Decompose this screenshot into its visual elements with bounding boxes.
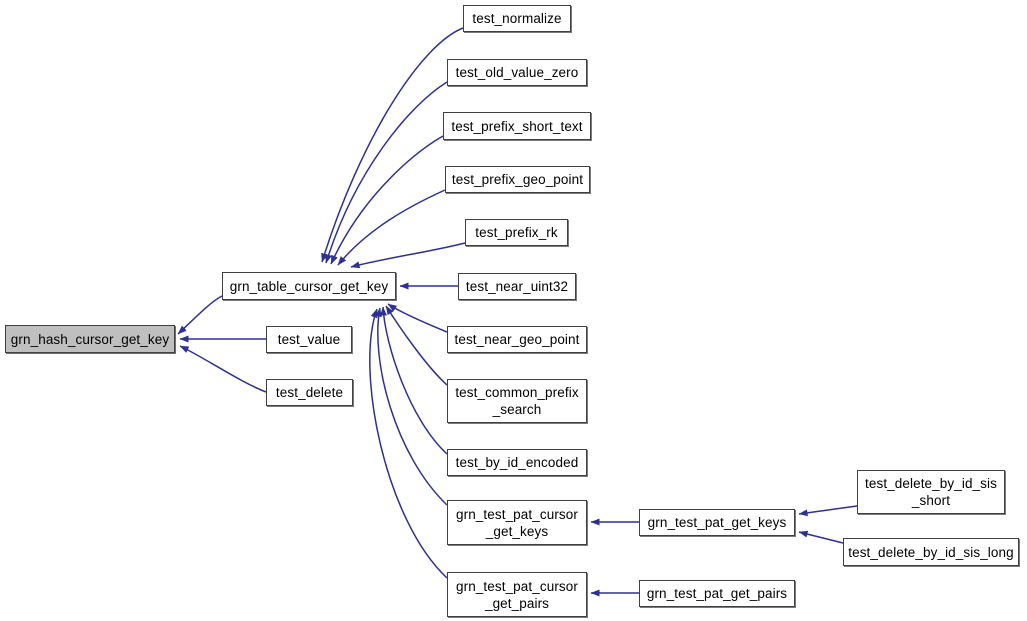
- graph-node-label: grn_test_pat_get_keys: [647, 515, 787, 530]
- graph-node-grn_test_pat_get_keys[interactable]: grn_test_pat_get_keys: [639, 509, 795, 536]
- graph-edge-test_by_id_encoded-to-grn_table_cursor_get_key: [379, 306, 448, 455]
- graph-node-test_old_value_zero[interactable]: test_old_value_zero: [447, 59, 587, 86]
- graph-node-test_prefix_short_text[interactable]: test_prefix_short_text: [443, 112, 591, 140]
- graph-node-test_value[interactable]: test_value: [266, 326, 352, 353]
- graph-node-grn_test_pat_cursor_get_keys[interactable]: grn_test_pat_cursor _get_keys: [447, 500, 587, 545]
- graph-edge-test_delete-to-grn_hash_cursor_get_key: [179, 345, 267, 393]
- graph-node-grn_table_cursor_get_key[interactable]: grn_table_cursor_get_key: [222, 272, 396, 300]
- graph-node-test_prefix_rk[interactable]: test_prefix_rk: [465, 219, 568, 246]
- graph-node-label: test_old_value_zero: [455, 65, 579, 80]
- graph-node-label: test_delete_by_id_sis_long: [848, 544, 1014, 560]
- graph-node-label: grn_hash_cursor_get_key: [10, 331, 170, 347]
- graph-node-label: test_near_geo_point: [454, 332, 580, 347]
- graph-edge-grn_test_pat_cursor_get_pairs-to-grn_table_cursor_get_key: [369, 308, 448, 579]
- graph-node-grn_hash_cursor_get_key[interactable]: grn_hash_cursor_get_key: [5, 325, 175, 353]
- graph-node-test_delete[interactable]: test_delete: [266, 379, 353, 406]
- graph-node-label: test_near_uint32: [465, 279, 569, 294]
- graph-node-label: grn_table_cursor_get_key: [229, 278, 389, 294]
- graph-node-test_delete_by_id_sis_short[interactable]: test_delete_by_id_sis _short: [857, 470, 1005, 514]
- graph-node-label: test_prefix_rk: [475, 225, 558, 240]
- graph-node-grn_test_pat_cursor_get_pairs[interactable]: grn_test_pat_cursor _get_pairs: [447, 572, 587, 617]
- graph-node-grn_test_pat_get_pairs[interactable]: grn_test_pat_get_pairs: [639, 580, 795, 607]
- graph-node-test_near_uint32[interactable]: test_near_uint32: [458, 273, 576, 300]
- graph-node-label: test_normalize: [472, 11, 562, 26]
- graph-node-test_common_prefix_search[interactable]: test_common_prefix _search: [447, 379, 587, 423]
- graph-node-label: test_delete: [275, 385, 344, 400]
- graph-edge-grn_table_cursor_get_key-to-grn_hash_cursor_get_key: [177, 295, 223, 335]
- graph-node-test_delete_by_id_sis_long[interactable]: test_delete_by_id_sis_long: [843, 538, 1019, 566]
- graph-node-test_near_geo_point[interactable]: test_near_geo_point: [447, 326, 587, 353]
- graph-edge-test_delete_by_id_sis_short-to-grn_test_pat_get_keys: [798, 505, 858, 517]
- graph-node-label: test_prefix_geo_point: [451, 172, 584, 187]
- graph-edge-grn_test_pat_cursor_get_keys-to-grn_table_cursor_get_key: [374, 307, 448, 506]
- graph-edge-test_prefix_rk-to-grn_table_cursor_get_key: [350, 242, 466, 269]
- graph-node-label: test_prefix_short_text: [451, 118, 583, 134]
- graph-node-label: test_delete_by_id_sis _short: [865, 476, 997, 508]
- graph-node-test_by_id_encoded[interactable]: test_by_id_encoded: [447, 449, 587, 476]
- graph-edge-test_common_prefix_search-to-grn_table_cursor_get_key: [385, 305, 448, 386]
- graph-node-label: grn_test_pat_get_pairs: [646, 586, 788, 601]
- graph-node-test_prefix_geo_point[interactable]: test_prefix_geo_point: [445, 166, 590, 193]
- graph-node-test_normalize[interactable]: test_normalize: [463, 5, 571, 32]
- graph-node-label: grn_test_pat_cursor _get_pairs: [456, 578, 578, 611]
- graph-edge-test_prefix_geo_point-to-grn_table_cursor_get_key: [337, 189, 446, 266]
- graph-edge-test_near_geo_point-to-grn_table_cursor_get_key: [387, 303, 448, 333]
- graph-edge-test_old_value_zero-to-grn_table_cursor_get_key: [325, 81, 448, 264]
- graph-node-label: test_value: [277, 332, 341, 347]
- graph-node-label: grn_test_pat_cursor _get_keys: [456, 506, 578, 539]
- graph-edge-test_normalize-to-grn_table_cursor_get_key: [321, 27, 464, 263]
- graph-node-label: test_by_id_encoded: [455, 455, 579, 470]
- graph-edge-test_delete_by_id_sis_long-to-grn_test_pat_get_keys: [798, 530, 844, 544]
- graph-edge-test_prefix_short_text-to-grn_table_cursor_get_key: [330, 135, 444, 265]
- graph-node-label: test_common_prefix _search: [455, 385, 579, 417]
